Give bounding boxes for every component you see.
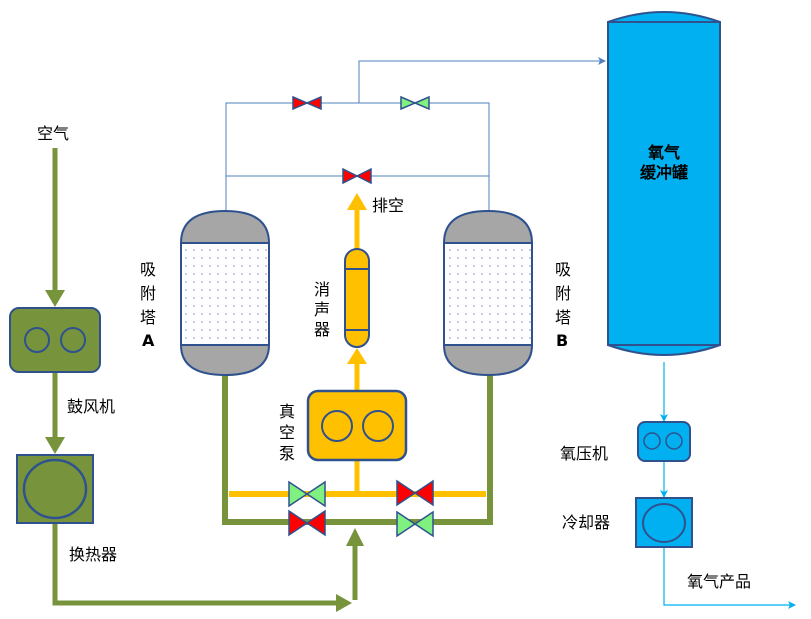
adsorption-tower-a — [179, 209, 271, 377]
blower-label: 鼓风机 — [67, 397, 115, 416]
oxygen-tank-label: 氧气 缓冲罐 — [639, 143, 688, 182]
cooler — [635, 497, 693, 548]
valve-vacuum-a-open[interactable] — [288, 480, 326, 508]
cooler-label: 冷却器 — [562, 513, 610, 532]
vent-label: 排空 — [372, 196, 404, 215]
svg-text:器: 器 — [314, 320, 330, 339]
valve-air-a-closed[interactable] — [288, 509, 326, 537]
valve-equalize-closed[interactable] — [342, 167, 372, 185]
svg-text:塔: 塔 — [140, 308, 156, 327]
valve-vacuum-b-closed[interactable] — [396, 479, 434, 507]
oxygen-piping — [225, 57, 606, 211]
valve-top-left-closed[interactable] — [292, 95, 322, 111]
vacuum-pump-label: 真 空 泵 — [279, 402, 295, 463]
silencer — [344, 248, 370, 348]
svg-text:吸: 吸 — [555, 260, 571, 279]
air-pipe — [45, 148, 493, 612]
heat-exchanger — [16, 454, 94, 524]
svg-text:消: 消 — [314, 280, 330, 299]
vacuum-pipe — [229, 193, 486, 497]
svg-text:附: 附 — [555, 284, 571, 303]
oxygen-buffer-tank — [607, 11, 721, 356]
oxygen-compressor — [637, 421, 691, 462]
svg-text:缓冲罐: 缓冲罐 — [639, 163, 688, 182]
svg-text:声: 声 — [314, 300, 330, 319]
svg-text:附: 附 — [140, 284, 156, 303]
oxygen-product-label: 氧气产品 — [687, 572, 751, 591]
air-label: 空气 — [37, 124, 69, 143]
svg-text:真: 真 — [279, 402, 295, 421]
heat-exchanger-label: 换热器 — [69, 545, 117, 564]
adsorption-tower-b — [442, 209, 534, 377]
svg-text:A: A — [142, 331, 155, 350]
tower-b-label: 吸 附 塔 B — [555, 260, 571, 350]
svg-text:空: 空 — [279, 423, 295, 442]
oxygen-product-line — [660, 362, 796, 609]
svg-text:泵: 泵 — [279, 444, 295, 463]
valve-air-b-open[interactable] — [396, 510, 434, 538]
oxygen-compressor-label: 氧压机 — [560, 444, 608, 463]
svg-text:塔: 塔 — [555, 308, 571, 327]
valve-top-right-open[interactable] — [400, 95, 430, 111]
tower-a-label: 吸 附 塔 A — [140, 260, 156, 350]
vacuum-pump — [306, 389, 408, 462]
svg-text:氧气: 氧气 — [647, 143, 680, 162]
blower — [9, 307, 101, 373]
svg-text:B: B — [556, 331, 568, 350]
svg-text:吸: 吸 — [140, 260, 156, 279]
silencer-label: 消 声 器 — [314, 280, 330, 339]
